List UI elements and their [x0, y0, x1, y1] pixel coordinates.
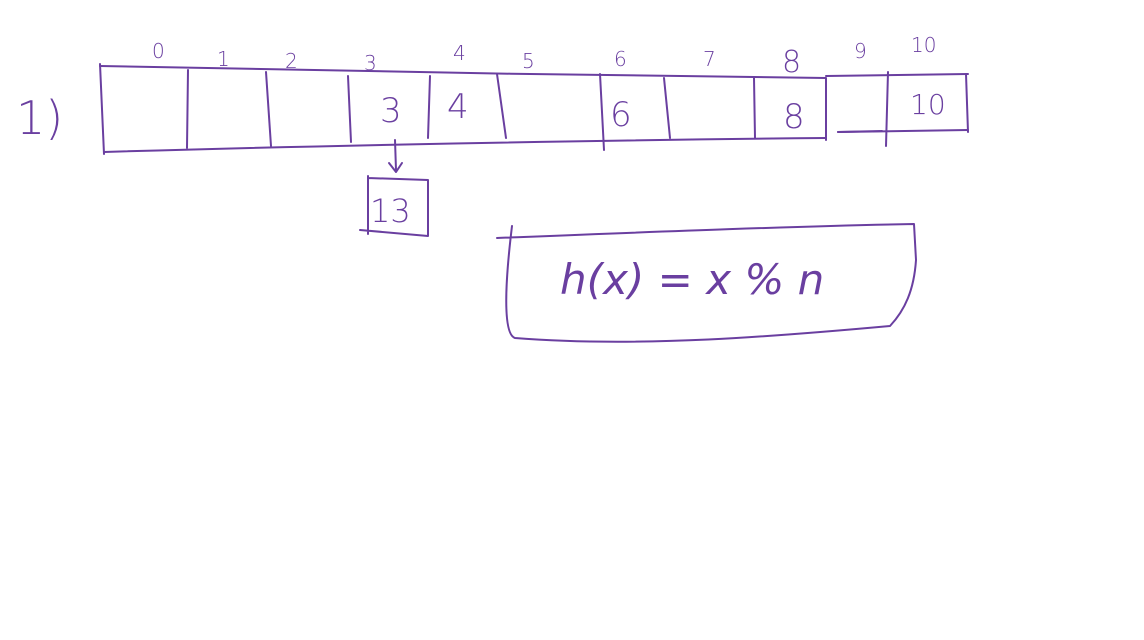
index-label: 7 [703, 47, 716, 71]
index-label: 5 [522, 49, 535, 73]
cell-value: 4 [447, 87, 469, 127]
index-label: 0 [152, 39, 165, 63]
cell-value: 10 [910, 88, 946, 121]
hash-function-box: h(x) = x % n [496, 223, 917, 343]
cell-value: 6 [610, 95, 632, 135]
index-labels: 0 1 2 3 4 5 6 7 8 9 10 [152, 33, 936, 80]
array-left-edge [99, 63, 105, 155]
array-right-edge [965, 73, 969, 133]
cell-value: 8 [783, 97, 805, 137]
index-label: 9 [854, 39, 867, 63]
cell-divider [663, 77, 671, 139]
index-label: 10 [911, 33, 936, 57]
cell-value: 3 [380, 91, 402, 131]
cell-divider [265, 71, 272, 147]
cell-divider [186, 69, 189, 149]
array-bottom-edge [103, 129, 969, 153]
index-label: 3 [364, 51, 377, 75]
chained-node: 13 [359, 175, 429, 237]
problem-number: 1) [16, 91, 63, 145]
cell-divider [496, 73, 507, 139]
chained-node-value: 13 [370, 192, 411, 230]
cell-divider [885, 71, 889, 147]
chain-arrow [388, 139, 403, 173]
index-label: 4 [453, 41, 466, 65]
index-label: 6 [614, 47, 627, 71]
cell-divider [753, 77, 756, 139]
hash-table-array [99, 63, 969, 155]
index-label: 2 [285, 49, 298, 73]
index-label: 8 [782, 45, 801, 80]
cell-divider [599, 73, 605, 151]
cell-divider [347, 75, 352, 143]
array-top-edge [99, 65, 969, 81]
cell-divider [427, 75, 431, 139]
empty-cell-mark [837, 130, 883, 133]
cell-values: 3 4 6 8 10 [380, 87, 946, 137]
index-label: 1 [217, 47, 230, 71]
hash-function-formula: h(x) = x % n [560, 255, 824, 304]
